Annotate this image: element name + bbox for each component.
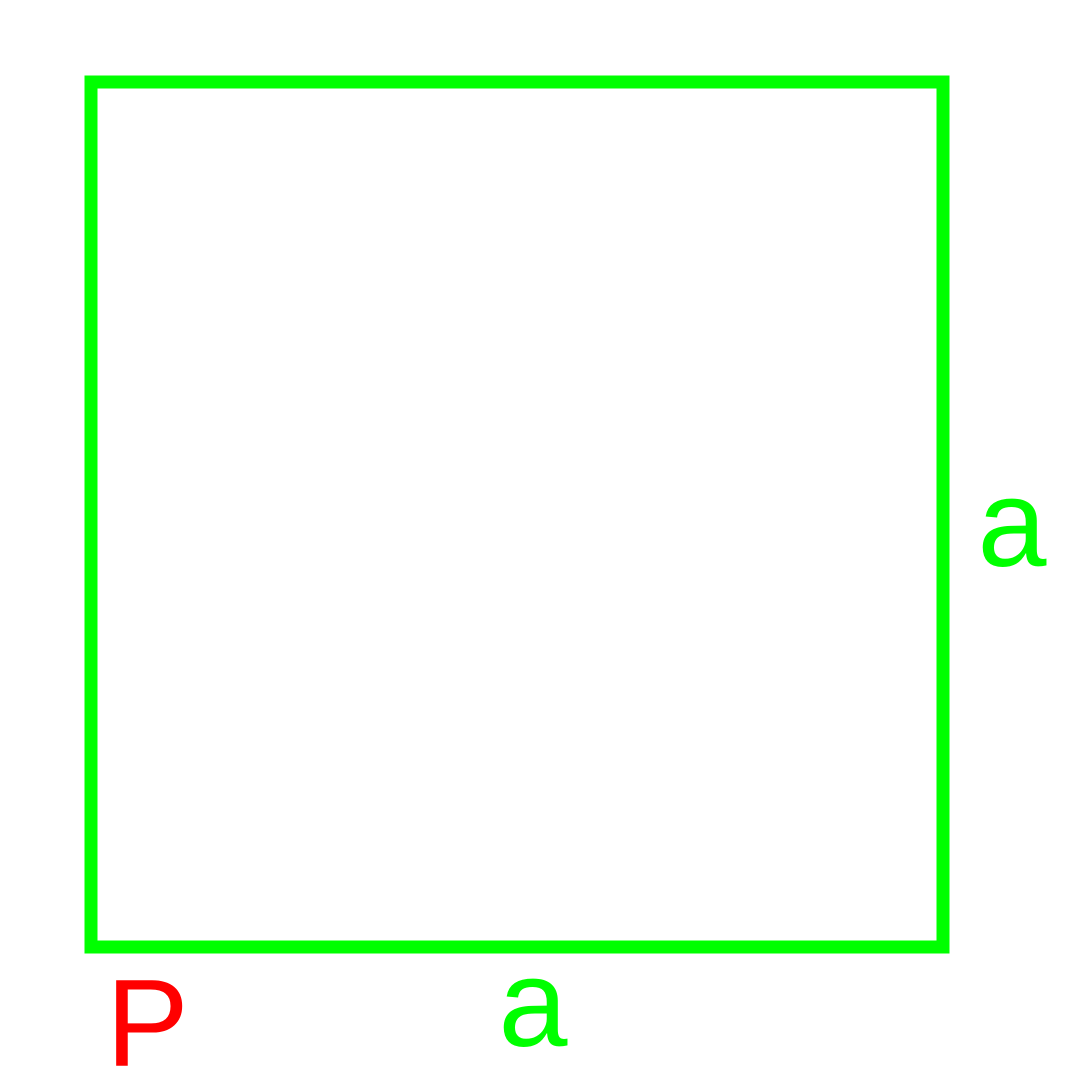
square	[84, 75, 950, 954]
bottom-side-label: a	[499, 935, 568, 1073]
point-label-p: P	[106, 955, 189, 1080]
right-side-label: a	[978, 455, 1047, 593]
